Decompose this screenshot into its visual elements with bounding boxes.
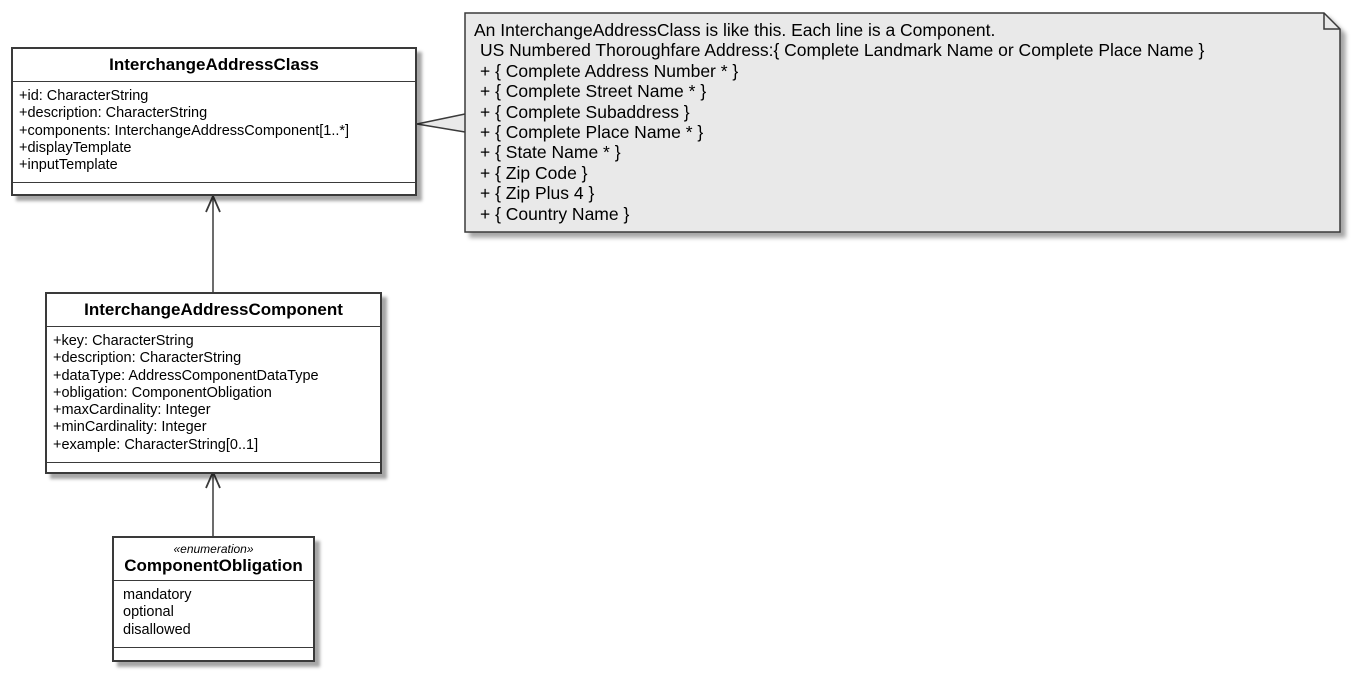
note-line: + { Complete Street Name * } [480,81,707,102]
attribute: +description: CharacterString [19,105,208,122]
note-line: US Numbered Thoroughfare Address:{ Compl… [480,40,1205,61]
enum-literals: mandatory optional disallowed [114,581,313,648]
attribute: +description: CharacterString [53,350,242,367]
note-box[interactable]: An InterchangeAddressClass is like this.… [464,12,1341,233]
note-anchor-line [416,113,466,133]
stereotype-label: «enumeration» [173,542,254,556]
enum-literal: mandatory [123,587,192,603]
attribute: +id: CharacterString [19,88,149,104]
enum-component-obligation[interactable]: «enumeration» ComponentObligation mandat… [112,536,315,662]
class-methods [47,463,380,473]
class-name: InterchangeAddressClass [13,49,415,82]
note-line: An InterchangeAddressClass is like this.… [474,20,996,40]
attribute: +obligation: ComponentObligation [53,384,272,401]
note-line: + { State Name * } [480,142,621,163]
arrowhead-to-component [205,469,221,489]
note-line: + { Zip Code } [480,162,588,183]
note-line: + { Complete Address Number * } [480,60,739,81]
attribute: +components: InterchangeAddressComponent… [19,122,350,139]
note-anchor-connector [417,114,465,132]
class-methods [13,183,415,193]
class-methods [114,648,313,658]
note-shape [464,12,1341,233]
attribute: +displayTemplate [19,139,132,156]
note-line: + { Complete Subaddress } [480,101,690,122]
class-attributes: +key: CharacterString +description: Char… [47,327,380,464]
attribute: +key: CharacterString [53,333,194,349]
class-interchange-address-component[interactable]: InterchangeAddressComponent +key: Charac… [45,292,382,474]
class-interchange-address-class[interactable]: InterchangeAddressClass +id: CharacterSt… [11,47,417,196]
attribute: +inputTemplate [19,157,118,174]
note-line: + { Zip Plus 4 } [480,183,595,204]
attribute: +maxCardinality: Integer [53,402,211,419]
note-line: + { Country Name } [480,203,630,224]
class-attributes: +id: CharacterString +description: Chara… [13,82,415,184]
enum-literal: optional [123,604,174,621]
attribute: +example: CharacterString[0..1] [53,436,259,453]
note-line: + { Complete Place Name * } [480,122,704,143]
attribute: +minCardinality: Integer [53,419,207,436]
class-name: «enumeration» ComponentObligation [114,538,313,581]
class-name: InterchangeAddressComponent [47,294,380,327]
arrowhead-to-class [205,193,221,213]
enum-name: ComponentObligation [124,556,303,575]
enum-literal: disallowed [123,621,191,638]
note-text: An InterchangeAddressClass is like this.… [474,20,1204,224]
attribute: +dataType: AddressComponentDataType [53,367,319,384]
